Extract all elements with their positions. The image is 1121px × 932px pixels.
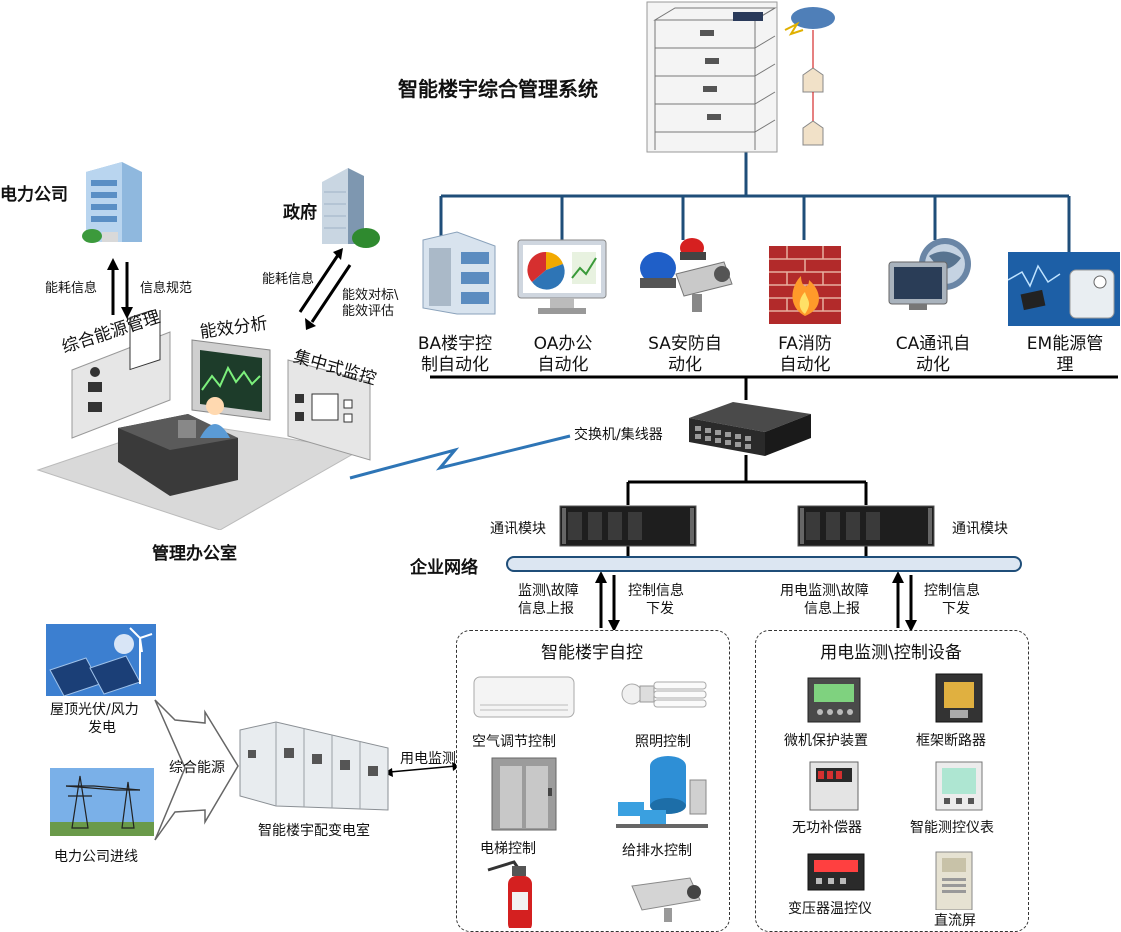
- government-up-label: 能耗信息: [262, 272, 315, 287]
- var-compensator-icon: [809, 761, 859, 811]
- protection-device-icon: [807, 677, 861, 723]
- government-label: 政府: [283, 203, 317, 223]
- comm-module-right-label: 通讯模块: [952, 521, 1008, 537]
- enterprise-network-pipe: [506, 556, 1022, 572]
- solar-wind-image: [46, 624, 156, 696]
- ca-label-1: CA通讯自: [895, 334, 971, 354]
- government-down-label-1: 能效对标\: [342, 288, 399, 303]
- combined-energy-arrow: [154, 699, 239, 841]
- ca-label-2: 动化: [916, 355, 950, 375]
- wireless-link: [349, 434, 571, 480]
- comm-module-right-icon: [797, 505, 935, 547]
- office-building-icon: [82, 162, 142, 243]
- em-label-1: EM能源管: [1026, 334, 1104, 354]
- fa-label-2: 自动化: [779, 355, 831, 375]
- protection-device-label: 微机保护装置: [784, 733, 868, 749]
- enterprise-network-label: 企业网络: [410, 558, 478, 578]
- air-conditioner-icon: [473, 676, 575, 718]
- fire-extinguisher-icon: [487, 860, 532, 928]
- frame-breaker-icon: [935, 673, 983, 723]
- dc-panel-icon: [935, 851, 973, 910]
- ba-label-2: 制自动化: [421, 355, 489, 375]
- air-conditioning-label: 空气调节控制: [472, 734, 556, 750]
- light-bulb-icon: [621, 681, 707, 708]
- ba-building-icon: [422, 231, 496, 315]
- government-down-label-2: 能效评估: [342, 304, 395, 319]
- left-up-label-1: 监测\故障: [518, 583, 579, 599]
- right-up-label-2: 信息上报: [804, 601, 860, 617]
- ca-globe-monitor-icon: [888, 238, 971, 310]
- building-automation-title: 智能楼宇自控: [541, 643, 643, 663]
- management-room-illustration: [36, 310, 371, 530]
- sa-camera-alarm-icon: [640, 238, 733, 312]
- network-switch-icon: [689, 402, 811, 456]
- lighting-label: 照明控制: [635, 734, 691, 750]
- water-supply-label: 给排水控制: [622, 843, 692, 859]
- grid-label: 电力公司进线: [54, 849, 138, 865]
- water-pump-icon: [616, 756, 708, 828]
- transformer-temp-icon: [807, 853, 865, 891]
- sa-label-1: SA安防自: [648, 334, 722, 354]
- power-company-down-label: 信息规范: [140, 281, 193, 296]
- building-system-image: [646, 1, 835, 153]
- left-down-label-2: 下发: [646, 601, 674, 617]
- power-grid-image: [50, 768, 154, 836]
- oa-label-1: OA办公: [533, 334, 593, 354]
- combined-energy-label: 综合能源: [169, 760, 225, 776]
- power-monitor-title: 用电监测\控制设备: [820, 643, 962, 663]
- frame-breaker-label: 框架断路器: [916, 733, 986, 749]
- power-company-label: 电力公司: [0, 185, 68, 205]
- comm-module-left-icon: [559, 505, 697, 547]
- em-label-2: 理: [1056, 355, 1074, 375]
- oa-monitor-icon: [517, 239, 607, 314]
- transformer-temp-label: 变压器温控仪: [788, 901, 872, 917]
- page-title: 智能楼宇综合管理系统: [398, 77, 598, 101]
- substation-cabinet-icon: [239, 721, 389, 811]
- fa-label-1: FA消防: [778, 334, 832, 354]
- dc-panel-label: 直流屏: [934, 913, 976, 929]
- em-meter-icon: [1008, 252, 1120, 326]
- power-monitor-link-label: 用电监测: [400, 751, 456, 767]
- management-room-label: 管理办公室: [152, 544, 237, 564]
- elevator-label: 电梯控制: [480, 841, 536, 857]
- oa-label-2: 自动化: [537, 355, 589, 375]
- fa-firewall-icon: [769, 246, 841, 324]
- security-camera-icon: [631, 877, 701, 922]
- ba-label-1: BA楼宇控: [417, 334, 493, 354]
- left-down-label-1: 控制信息: [628, 583, 684, 599]
- left-up-label-2: 信息上报: [518, 601, 574, 617]
- sa-label-2: 动化: [668, 355, 702, 375]
- var-compensator-label: 无功补偿器: [792, 820, 862, 836]
- right-up-label-1: 用电监测\故障: [780, 583, 869, 599]
- switch-label: 交换机/集线器: [574, 427, 663, 443]
- comm-module-left-label: 通讯模块: [490, 521, 546, 537]
- measurement-meter-label: 智能测控仪表: [910, 820, 994, 836]
- power-monitor-box: [755, 630, 1029, 932]
- government-building-icon: [322, 168, 380, 248]
- elevator-icon: [491, 757, 557, 831]
- measurement-meter-icon: [935, 761, 983, 811]
- solar-wind-label-2: 发电: [88, 720, 116, 736]
- right-down-label-2: 下发: [942, 601, 970, 617]
- power-company-up-label: 能耗信息: [45, 281, 98, 296]
- right-down-label-1: 控制信息: [924, 583, 980, 599]
- solar-wind-label-1: 屋顶光伏/风力: [50, 702, 139, 718]
- substation-label: 智能楼宇配变电室: [258, 823, 370, 839]
